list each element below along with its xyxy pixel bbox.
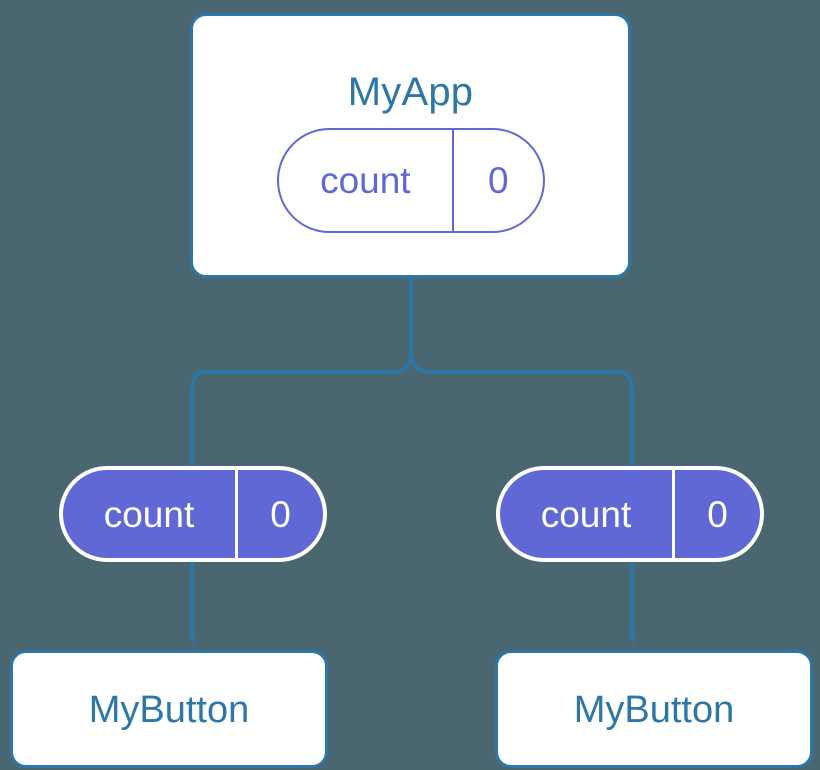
component-label: MyButton [88,689,250,731]
state-value-label: 0 [672,470,760,558]
state-value-label: 0 [235,470,323,558]
state-key-label: count [320,160,411,201]
page-title: MyApp [347,70,474,114]
component-card-mybutton-1[interactable]: MyButton [10,650,328,768]
state-key-label: count [103,493,195,535]
component-label: MyButton [573,689,735,731]
state-pill-child-1[interactable]: count 0 [59,466,327,562]
component-card-mybutton-2[interactable]: MyButton [495,650,813,768]
state-key-label: count [540,493,632,535]
state-value-label: 0 [451,130,543,231]
state-pill-child-2[interactable]: count 0 [496,466,764,562]
edge-to-child-right [409,350,634,468]
state-pill-root[interactable]: count 0 [277,128,545,233]
edge-to-child-left [190,350,413,468]
